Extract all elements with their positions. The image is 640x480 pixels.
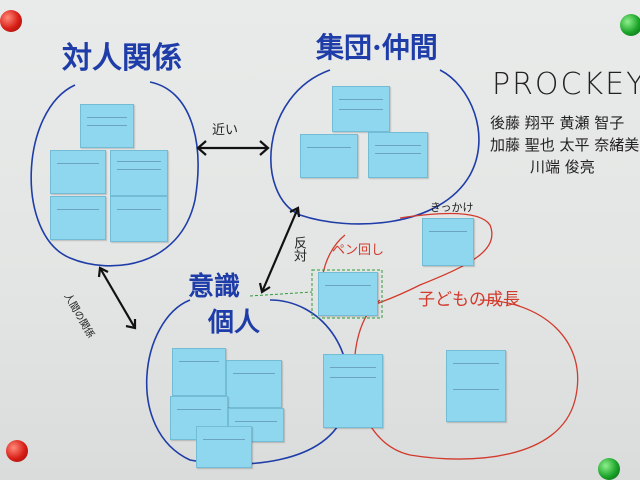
- label-trigger: きっかけ: [430, 201, 474, 214]
- team-members-row2: 加藤 聖也 太平 奈緒美: [490, 136, 640, 154]
- heading-group: 集団·仲間: [316, 31, 438, 64]
- heading-child-growth: 子どもの成長: [418, 290, 520, 310]
- heading-interpersonal: 対人関係: [62, 41, 182, 76]
- heading-awareness: 意識: [188, 272, 241, 302]
- sticky-note: [422, 218, 474, 266]
- sticky-note: [172, 348, 226, 396]
- sticky-note: [368, 132, 428, 178]
- green-magnet-icon: [598, 458, 620, 480]
- team-name: PROCKEY: [492, 67, 640, 102]
- sticky-note: [300, 134, 358, 178]
- sticky-note: [50, 196, 106, 240]
- team-members-row1: 後藤 翔平 黄瀬 智子: [490, 114, 625, 132]
- red-magnet-icon: [0, 10, 22, 32]
- sticky-note: [196, 426, 252, 468]
- heading-individual: 個人: [208, 308, 261, 338]
- sticky-note: [318, 272, 378, 316]
- sticky-note: [332, 86, 390, 132]
- sticky-note: [110, 150, 168, 196]
- team-members-row3: 川端 俊亮: [530, 158, 595, 176]
- sticky-note: [80, 104, 134, 148]
- label-close: 近い: [212, 123, 239, 138]
- label-pen-spin: ペン回し: [332, 243, 385, 258]
- sticky-note: [226, 360, 282, 408]
- sticky-note: [446, 350, 506, 422]
- sticky-note: [50, 150, 106, 194]
- red-magnet-icon: [6, 440, 28, 462]
- label-opposite: 反対: [291, 236, 306, 262]
- sticky-note: [323, 354, 383, 428]
- sticky-note: [110, 196, 168, 242]
- green-magnet-icon: [620, 14, 640, 36]
